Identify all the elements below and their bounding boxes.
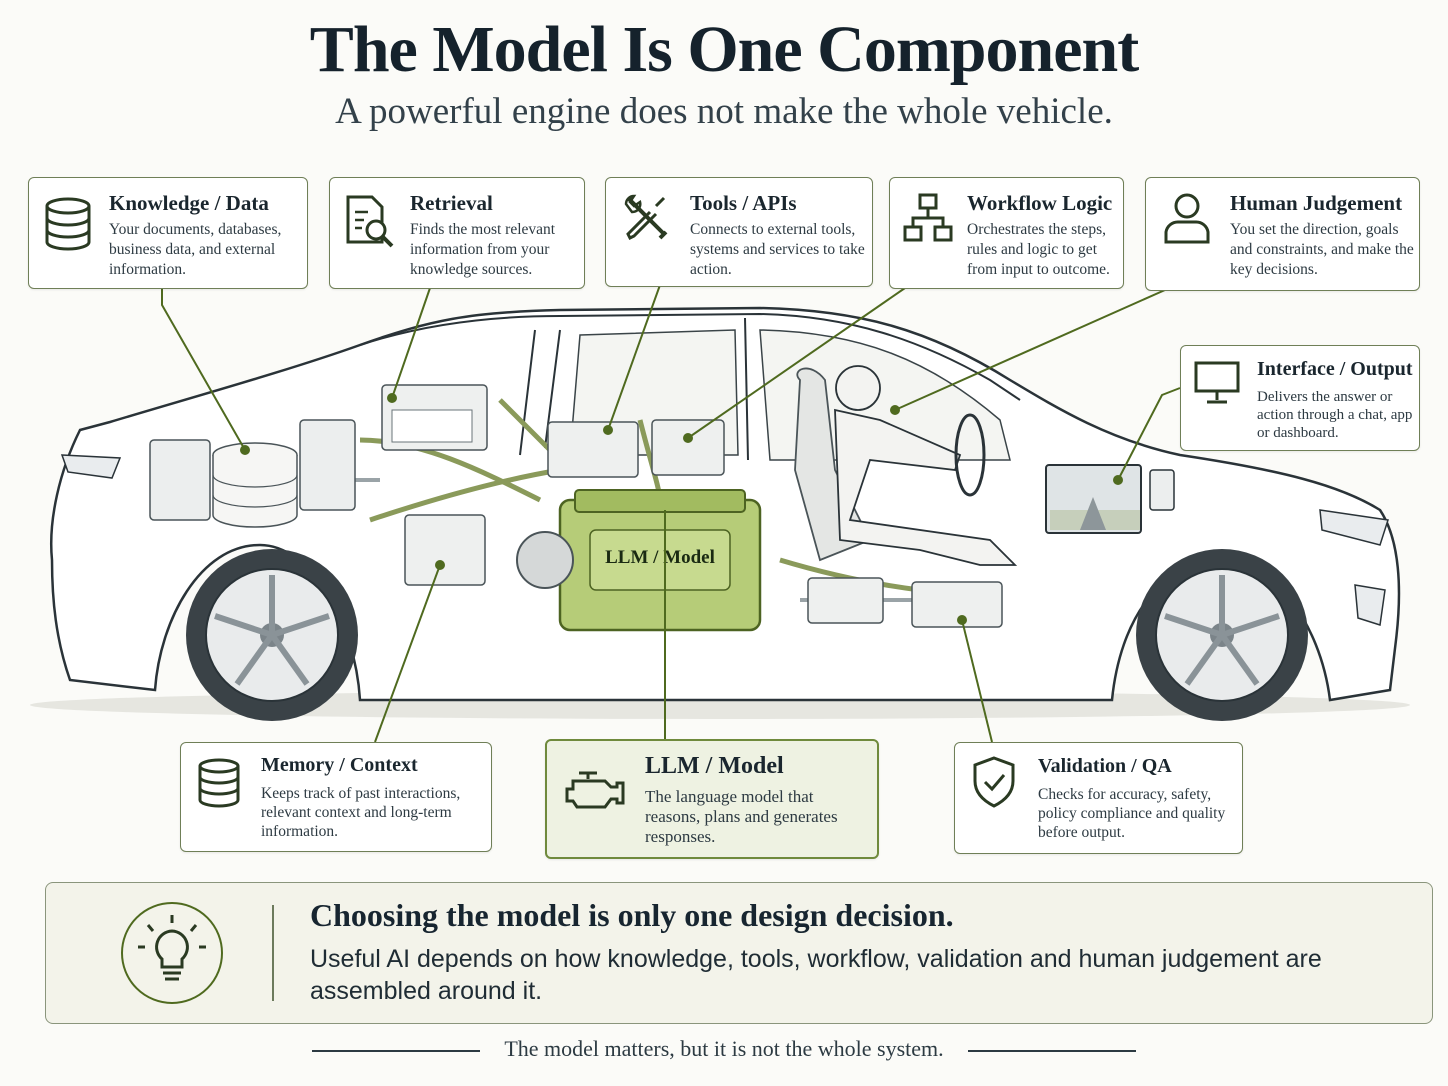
wrench-screwdriver-icon [624, 194, 668, 241]
card-description: Connects to external tools, systems and … [690, 221, 865, 278]
engine-label: LLM / Model [605, 547, 715, 568]
card-human-judgement: Human Judgement You set the direction, g… [1145, 177, 1420, 291]
card-title: Knowledge / Data [109, 191, 269, 215]
monitor-icon [1194, 361, 1240, 404]
flowchart-icon [903, 193, 953, 242]
database-icon [198, 758, 240, 808]
card-title: Tools / APIs [690, 191, 797, 215]
card-interface-output: Interface / Output Delivers the answer o… [1180, 345, 1420, 451]
page-title: The Model Is One Component [309, 13, 1139, 86]
footer-rule-left [312, 1050, 481, 1052]
rear-wheel [186, 549, 358, 721]
banner-divider [272, 905, 274, 1001]
card-description: Orchestrates the steps, rules and logic … [967, 221, 1110, 278]
card-title: Memory / Context [261, 754, 418, 776]
card-title: Retrieval [410, 191, 493, 215]
footer-rule-right [967, 1050, 1136, 1052]
card-retrieval: Retrieval Finds the most relevant inform… [329, 177, 585, 289]
card-description: Finds the most relevant information from… [410, 221, 556, 278]
banner-headline: Choosing the model is only one design de… [310, 897, 954, 933]
key-takeaway-banner: Choosing the model is only one design de… [45, 882, 1433, 1024]
card-tools-apis: Tools / APIs Connects to external tools,… [605, 177, 873, 287]
shield-check-icon [973, 756, 1015, 808]
card-title: Validation / QA [1038, 755, 1172, 777]
page-subtitle: A powerful engine does not make the whol… [335, 91, 1113, 132]
card-workflow-logic: Workflow Logic Orchestrates the steps, r… [889, 177, 1124, 289]
card-memory-context: Memory / Context Keeps track of past int… [180, 742, 492, 852]
card-description: Delivers the answer or action through a … [1257, 389, 1413, 441]
document-search-icon [346, 195, 394, 248]
card-description: The language model that reasons, plans a… [645, 787, 838, 846]
front-wheel [1136, 549, 1308, 721]
banner-body: Useful AI depends on how knowledge, tool… [310, 945, 1322, 1005]
footer: The model matters, but it is not the who… [0, 1036, 1448, 1062]
card-description: Checks for accuracy, safety, policy comp… [1038, 786, 1226, 841]
card-description: Your documents, databases, business data… [109, 221, 282, 278]
database-icon [45, 197, 91, 251]
card-description: You set the direction, goals and constra… [1230, 221, 1414, 278]
engine-icon [565, 771, 625, 809]
card-title: LLM / Model [645, 753, 784, 779]
card-llm-model: LLM / Model The language model that reas… [545, 739, 879, 859]
card-title: Workflow Logic [967, 191, 1113, 215]
card-validation-qa: Validation / QA Checks for accuracy, saf… [954, 742, 1243, 854]
footer-text: The model matters, but it is not the who… [504, 1036, 944, 1061]
card-title: Interface / Output [1257, 358, 1413, 380]
person-icon [1164, 193, 1210, 244]
card-description: Keeps track of past interactions, releva… [261, 785, 461, 840]
llm-engine-block [516, 489, 762, 632]
card-title: Human Judgement [1230, 191, 1403, 215]
card-knowledge-data: Knowledge / Data Your documents, databas… [28, 177, 308, 289]
lightbulb-icon [121, 902, 223, 1004]
